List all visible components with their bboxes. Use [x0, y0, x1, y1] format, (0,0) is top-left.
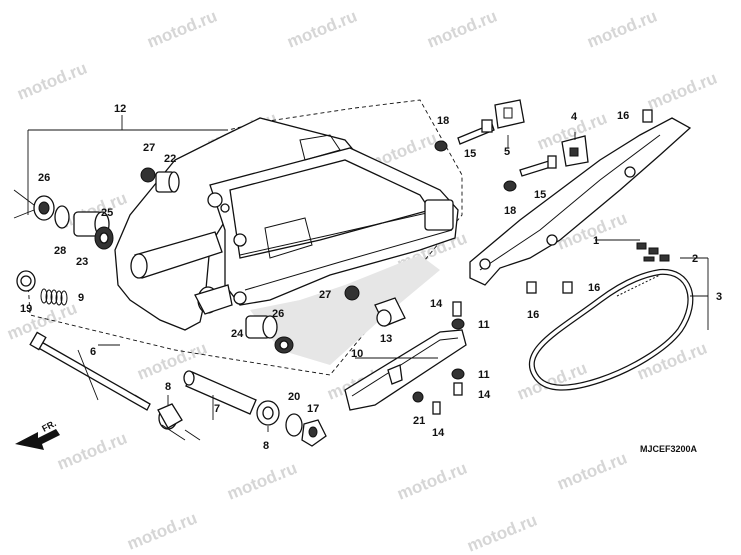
callout-16c: 16	[588, 282, 600, 294]
callout-16b: 16	[527, 309, 539, 321]
callout-17: 17	[307, 403, 319, 415]
pivot-collars	[157, 370, 327, 447]
callout-22: 22	[164, 153, 176, 165]
callout-3: 3	[716, 291, 722, 303]
callout-11a: 11	[478, 319, 490, 331]
dust-seal-and-spring	[16, 270, 68, 306]
callout-27b: 27	[319, 289, 331, 301]
callout-18b: 18	[504, 205, 516, 217]
front-direction-arrow: FR.	[15, 418, 60, 450]
callout-6: 6	[90, 346, 96, 358]
swingarm-body	[114, 117, 459, 331]
callout-15b: 15	[534, 189, 546, 201]
leader-lines	[13, 115, 709, 441]
callout-2: 2	[692, 253, 698, 265]
callout-7: 7	[214, 403, 220, 415]
watermark-text: motod.ru	[644, 69, 719, 114]
diagram-code: MJCEF3200A	[640, 444, 698, 454]
callout-1: 1	[593, 235, 599, 247]
callout-26a: 26	[38, 172, 50, 184]
case-fasteners	[434, 99, 653, 294]
watermark-text: motod.ru	[584, 7, 659, 52]
callout-28: 28	[54, 245, 66, 257]
callout-20: 20	[288, 391, 300, 403]
watermark-text: motod.ru	[124, 509, 199, 554]
watermark-text: motod.ru	[394, 459, 469, 504]
upper-bearings	[140, 167, 180, 193]
callout-27a: 27	[143, 142, 155, 154]
pivot-bolt	[29, 331, 151, 411]
slider-fasteners	[412, 301, 465, 415]
callout-18a: 18	[437, 115, 449, 127]
callout-9: 9	[78, 292, 84, 304]
callout-23: 23	[76, 256, 88, 268]
callout-19: 19	[20, 303, 32, 315]
pivot-bearings-left	[33, 195, 114, 250]
callout-5: 5	[504, 146, 510, 158]
callout-15a: 15	[464, 148, 476, 160]
drive-chain	[528, 242, 694, 391]
chain-case	[469, 117, 692, 286]
callout-14a: 14	[430, 298, 443, 310]
callout-16a: 16	[617, 110, 629, 122]
callout-8b: 8	[263, 440, 269, 452]
watermark-text: motod.ru	[424, 7, 499, 52]
callout-12: 12	[114, 103, 126, 115]
callout-25: 25	[101, 207, 113, 219]
watermark-text: motod.ru	[14, 59, 89, 104]
right-collar	[344, 285, 406, 327]
watermark-text: motod.ru	[284, 7, 359, 52]
callout-14b: 14	[478, 389, 491, 401]
callout-11b: 11	[478, 369, 490, 381]
callout-13: 13	[380, 333, 392, 345]
shadow-area	[250, 255, 440, 365]
watermark-text: motod.ru	[54, 429, 129, 474]
callout-10: 10	[351, 348, 363, 360]
callout-14c: 14	[432, 427, 445, 439]
callout-8a: 8	[165, 381, 171, 393]
callout-4: 4	[571, 111, 578, 123]
right-pivot-bearings	[245, 315, 294, 354]
callout-21: 21	[413, 415, 425, 427]
watermark-text: motod.ru	[464, 511, 539, 555]
watermark-text: motod.ru	[224, 459, 299, 504]
callout-26b: 26	[272, 308, 284, 320]
watermark-text: motod.ru	[554, 449, 629, 494]
chain-slider	[344, 329, 467, 411]
watermark-text: motod.ru	[144, 7, 219, 52]
callout-24: 24	[231, 328, 244, 340]
callout-numbers: 1 2 3 4 5 6 7 8 8 9 10 11 11 12 13 14 14…	[20, 103, 722, 452]
watermark-text: motod.ru	[514, 359, 589, 404]
